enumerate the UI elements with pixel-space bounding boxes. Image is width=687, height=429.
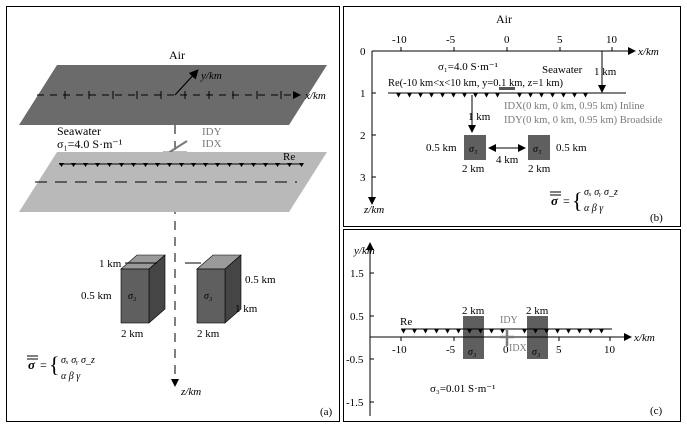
x-tick-c-1: -5 [446,344,456,356]
x-tick-c-3: 5 [556,344,562,356]
seawater-label: Seawater [57,124,101,138]
x-tick-b-1: -5 [446,34,456,46]
z-tick-b-2: 2 [360,130,366,142]
re-desc-b: Re(-10 km<x<10 km, y=0.1 km, z=1 km) [388,78,564,89]
y-axis-label: y/km [200,70,222,82]
tensor-row1-a: σₓ σᵧ σ_z [61,355,95,366]
dim-1km-right: 1 km [235,303,258,315]
sigma1-label: σ₁=4.0 S·m⁻¹ [57,137,123,151]
y-axis-label-c: y/km [353,245,375,257]
sigma3-left-c: σ₃ [468,347,477,358]
receiver-markers-b [396,93,588,98]
tensor-brace-b: { [572,188,583,213]
tensor-row1-b: σₓ σᵧ σ_z [584,187,618,198]
block-left-b [464,135,486,160]
block-left [120,254,166,324]
tensor-symbol-b: σ [551,193,559,208]
sigma1-label-b: σ₁=4.0 S·m⁻¹ [438,61,498,73]
panel-tag-a: (a) [320,406,333,418]
y-tick-c-2: -0.5 [346,354,364,366]
w-05km-right-b: 0.5 km [556,142,587,154]
idx-desc-b: IDX(0 km, 0 km, 0.95 km) Inline [504,101,645,112]
y-tick-c-0: 1.5 [350,268,364,280]
z-tick-b-1: 1 [360,88,366,100]
tensor-symbol-a: σ [28,357,36,372]
panel-b: Air -10 -5 0 5 10 x/km 0 1 2 3 z/km σ₁=4… [343,6,681,227]
idy-label: IDY [202,126,222,138]
x-ticks-b [400,47,613,51]
sigma3-left-a: σ₃ [128,291,137,302]
panel-c: y/km 1.5 0.5 -0.5 -1.5 σ₃ σ₃ x/km -10 -5… [343,229,681,422]
dist-1km-mid: 1 km [468,111,491,123]
w-05km-left-b: 0.5 km [426,142,457,154]
y-ticks-c [370,272,374,403]
x-tick-b-2: 0 [504,34,510,46]
x-axis-label-c: x/km [633,332,655,344]
re-label-c: Re [400,316,412,328]
seawater-plane [19,152,327,212]
panel-tag-c: (c) [650,405,663,417]
dim-05km-left: 0.5 km [81,290,112,302]
x-tick-c-0: -10 [392,344,407,356]
x-tick-b-4: 10 [606,34,618,46]
sigma3-left-b: σ₃ [469,144,478,155]
tensor-row2-a: α β γ [61,371,81,382]
x-axis-label-b: x/km [637,46,659,58]
sigma3-right-a: σ₃ [204,291,213,302]
sigma3-value-c: σ₃=0.01 S·m⁻¹ [430,383,495,395]
receiver-markers-a [59,163,304,167]
y-axis-arrow [174,69,199,96]
air-label: Air [169,48,185,62]
dim-2km-right: 2 km [197,328,220,340]
seawater-label-b: Seawater [542,64,583,76]
panel-tag-b: (b) [650,212,663,224]
sigma3-right-c: σ₃ [532,347,541,358]
panel-a-figure: Air y/km x/km Seawater σ₁=4.0 S·m⁻¹ IDY … [19,48,333,418]
z-tick-b-3: 3 [360,172,366,184]
block-right-b [528,135,550,160]
air-ticks [64,91,282,99]
z-tick-b-0: 0 [360,46,366,58]
panel-a: Air y/km x/km Seawater σ₁=4.0 S·m⁻¹ IDY … [6,6,340,422]
w-2km-right-c: 2 km [526,305,549,317]
tensor-row2-b: α β γ [584,203,604,214]
x-tick-c-4: 10 [604,344,616,356]
source-dipole-b [499,87,515,90]
idy-label-c: IDY [500,315,518,326]
tensor-eq-b: = [563,194,570,208]
dim-05km-right: 0.5 km [245,274,276,286]
sigma3-right-b: σ₃ [533,144,542,155]
idy-desc-b: IDY(0 km, 0 km, 0.95 km) Broadside [504,115,663,126]
h-2km-left-b: 2 km [462,163,485,175]
block-right [196,254,242,324]
re-label-a: Re [283,151,295,163]
panel-c-figure: y/km 1.5 0.5 -0.5 -1.5 σ₃ σ₃ x/km -10 -5… [346,242,663,417]
w-2km-left-c: 2 km [462,305,485,317]
air-label-b: Air [496,12,512,26]
tensor-brace-a: { [49,352,60,377]
z-axis-label-a: z/km [180,386,201,398]
receiver-markers-c [401,329,604,334]
x-tick-b-3: 5 [557,34,563,46]
x-tick-c-2: 0 [503,344,509,356]
dim-2km-left: 2 km [121,328,144,340]
tensor-eq-a: = [40,358,47,372]
idx-label-c: IDX [509,343,528,354]
panel-b-figure: Air -10 -5 0 5 10 x/km 0 1 2 3 z/km σ₁=4… [360,12,663,224]
h-2km-right-b: 2 km [528,163,551,175]
x-tick-b-0: -10 [392,34,407,46]
gap-4km-b: 4 km [496,154,519,166]
y-tick-c-3: -1.5 [346,397,364,409]
z-ticks-b [372,92,376,178]
idx-label: IDX [202,138,222,150]
dist-1km-right: 1 km [594,66,617,78]
z-axis-label-b: z/km [363,204,384,216]
x-axis-label: x/km [304,90,326,102]
dim-1km-left: 1 km [99,258,122,270]
y-tick-c-1: 0.5 [350,311,364,323]
